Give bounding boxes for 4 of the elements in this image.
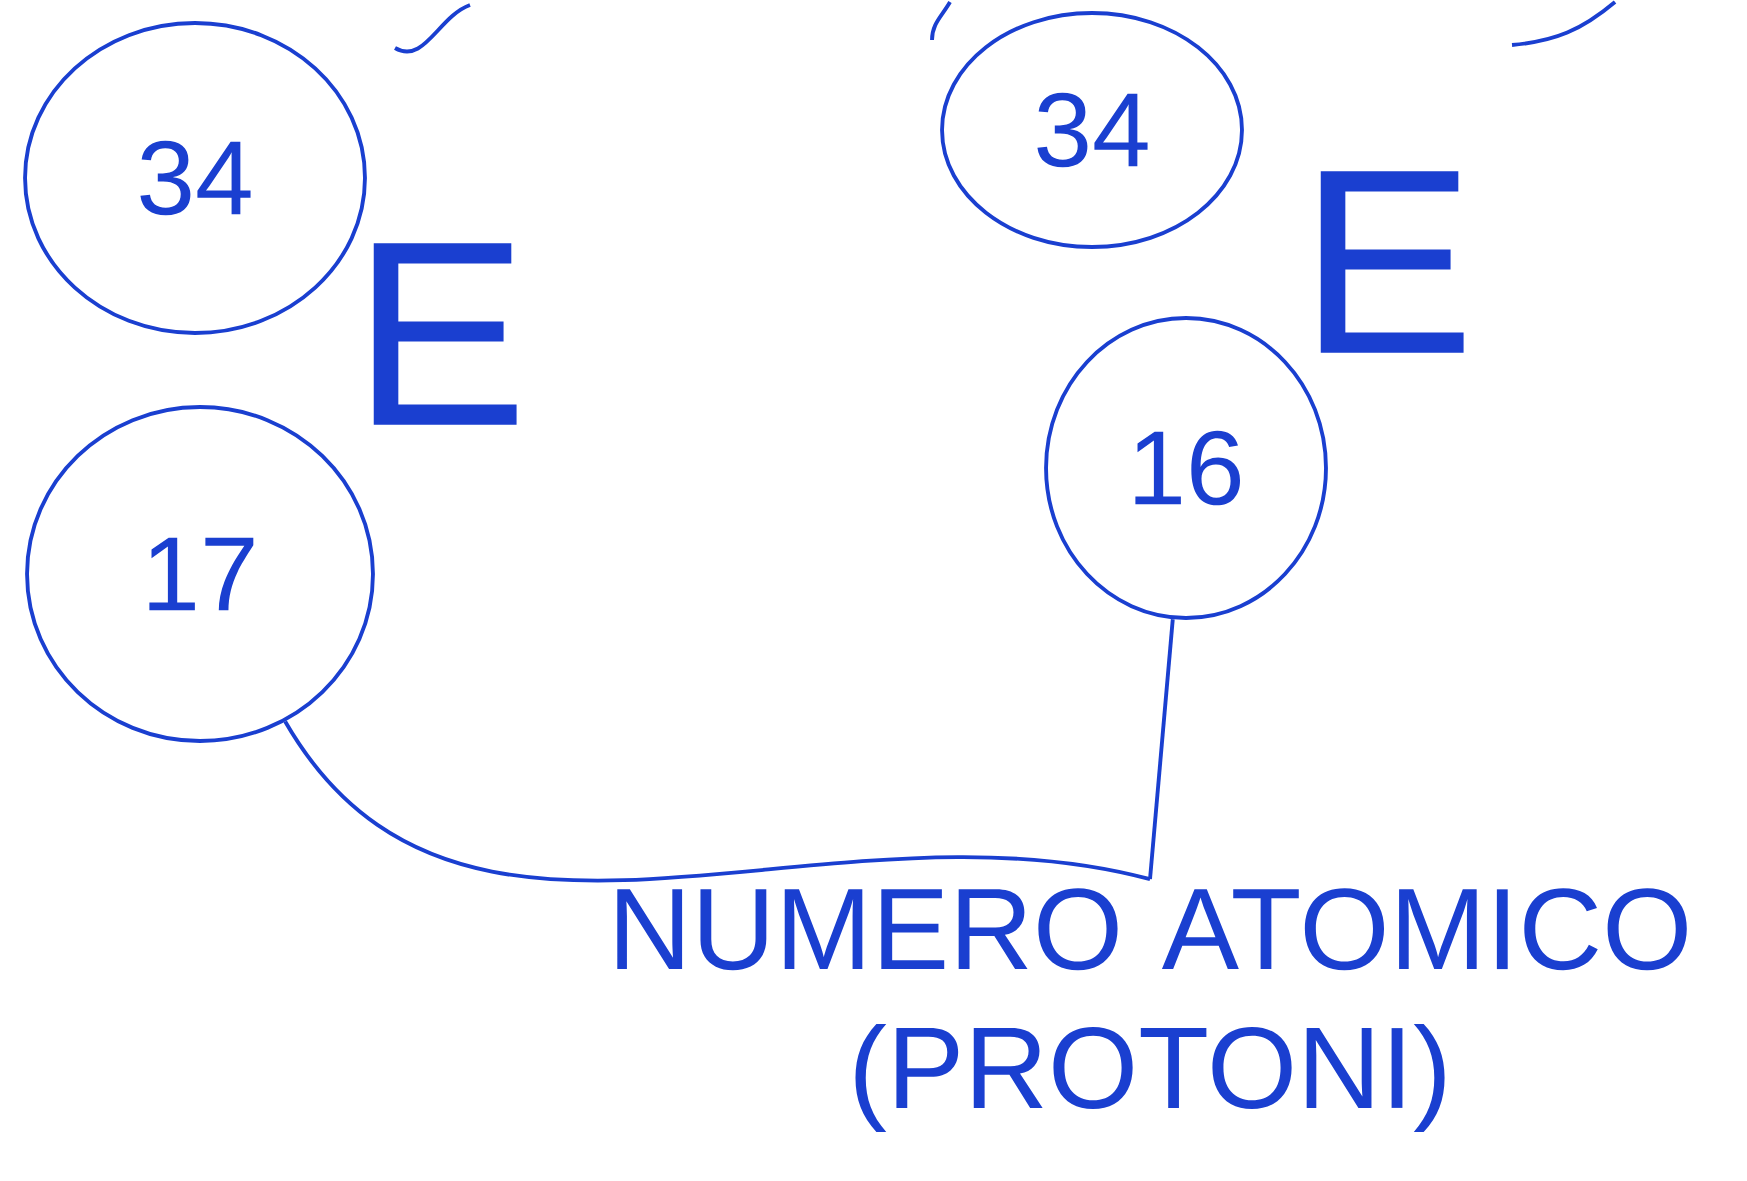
leader-line — [1148, 619, 1175, 880]
handwritten-note: NUMERO ATOMICO (PROTONI) — [617, 888, 1687, 1132]
leader-line — [283, 720, 1151, 883]
letter-label: E — [373, 243, 517, 425]
